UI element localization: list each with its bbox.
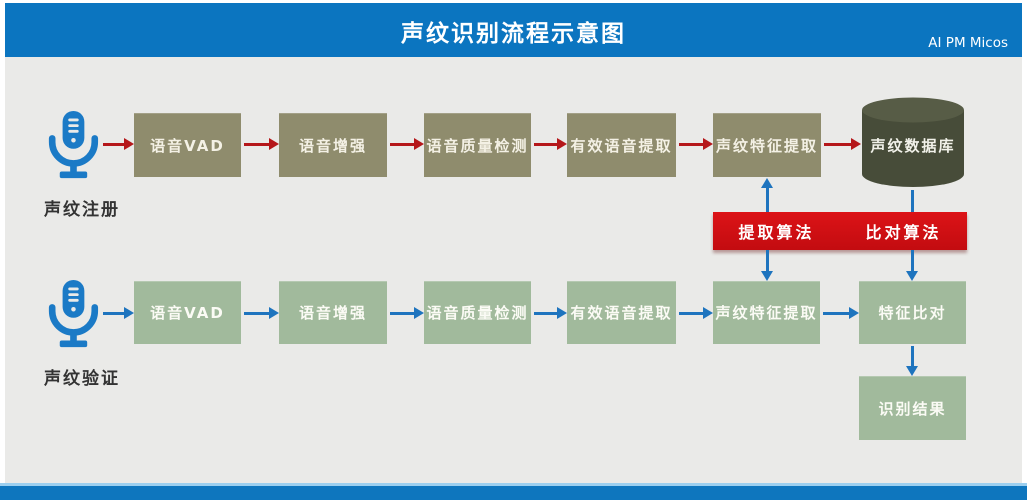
arrow-right-icon: [679, 307, 713, 318]
flow-step-box: 语音增强: [279, 113, 387, 177]
extract-algorithm-label: 提取算法: [738, 223, 815, 242]
connector-line: [911, 190, 914, 212]
flow-step-box: 语音VAD: [134, 113, 241, 177]
row-label-register: 声纹注册: [44, 200, 120, 220]
arrow-down-icon: [761, 250, 772, 281]
page-title: 声纹识别流程示意图: [401, 21, 626, 47]
arrow-up-icon: [761, 178, 772, 212]
flow-step-box: 声纹特征提取: [713, 113, 821, 177]
flow-result-box: 识别结果: [859, 376, 966, 440]
flow-step-box: 语音VAD: [134, 281, 241, 344]
compare-algorithm-label: 比对算法: [865, 223, 942, 242]
arrow-down-icon: [906, 250, 917, 281]
arrow-right-icon: [390, 307, 424, 318]
database-cylinder-icon: 声纹数据库: [861, 97, 965, 190]
arrow-right-icon: [103, 307, 134, 318]
arrow-right-icon: [103, 138, 134, 149]
arrow-right-icon: [534, 138, 567, 149]
arrow-right-icon: [823, 307, 859, 318]
arrow-down-icon: [906, 346, 917, 376]
microphone-icon: [48, 279, 99, 348]
header-bar: 声纹识别流程示意图 AI PM Micos: [5, 3, 1022, 57]
flow-step-box: 特征比对: [859, 281, 966, 344]
flow-step-box: 有效语音提取: [567, 113, 676, 177]
flow-step-box: 声纹特征提取: [713, 281, 820, 344]
arrow-right-icon: [390, 138, 424, 149]
footer-bar: [0, 483, 1027, 500]
arrow-right-icon: [534, 307, 567, 318]
flow-step-box: 语音质量检测: [424, 281, 531, 344]
algorithm-bar: 提取算法 比对算法: [713, 212, 967, 250]
flow-step-box: 有效语音提取: [567, 281, 676, 344]
flow-step-box: 语音质量检测: [424, 113, 531, 177]
arrow-right-icon: [244, 307, 279, 318]
row-label-verify: 声纹验证: [44, 369, 120, 389]
arrow-right-icon: [679, 138, 713, 149]
flow-step-box: 语音增强: [279, 281, 387, 344]
microphone-icon: [48, 110, 99, 179]
brand-label: AI PM Micos: [928, 35, 1008, 51]
arrow-right-icon: [244, 138, 279, 149]
arrow-right-icon: [824, 138, 861, 149]
database-label: 声纹数据库: [870, 137, 956, 155]
